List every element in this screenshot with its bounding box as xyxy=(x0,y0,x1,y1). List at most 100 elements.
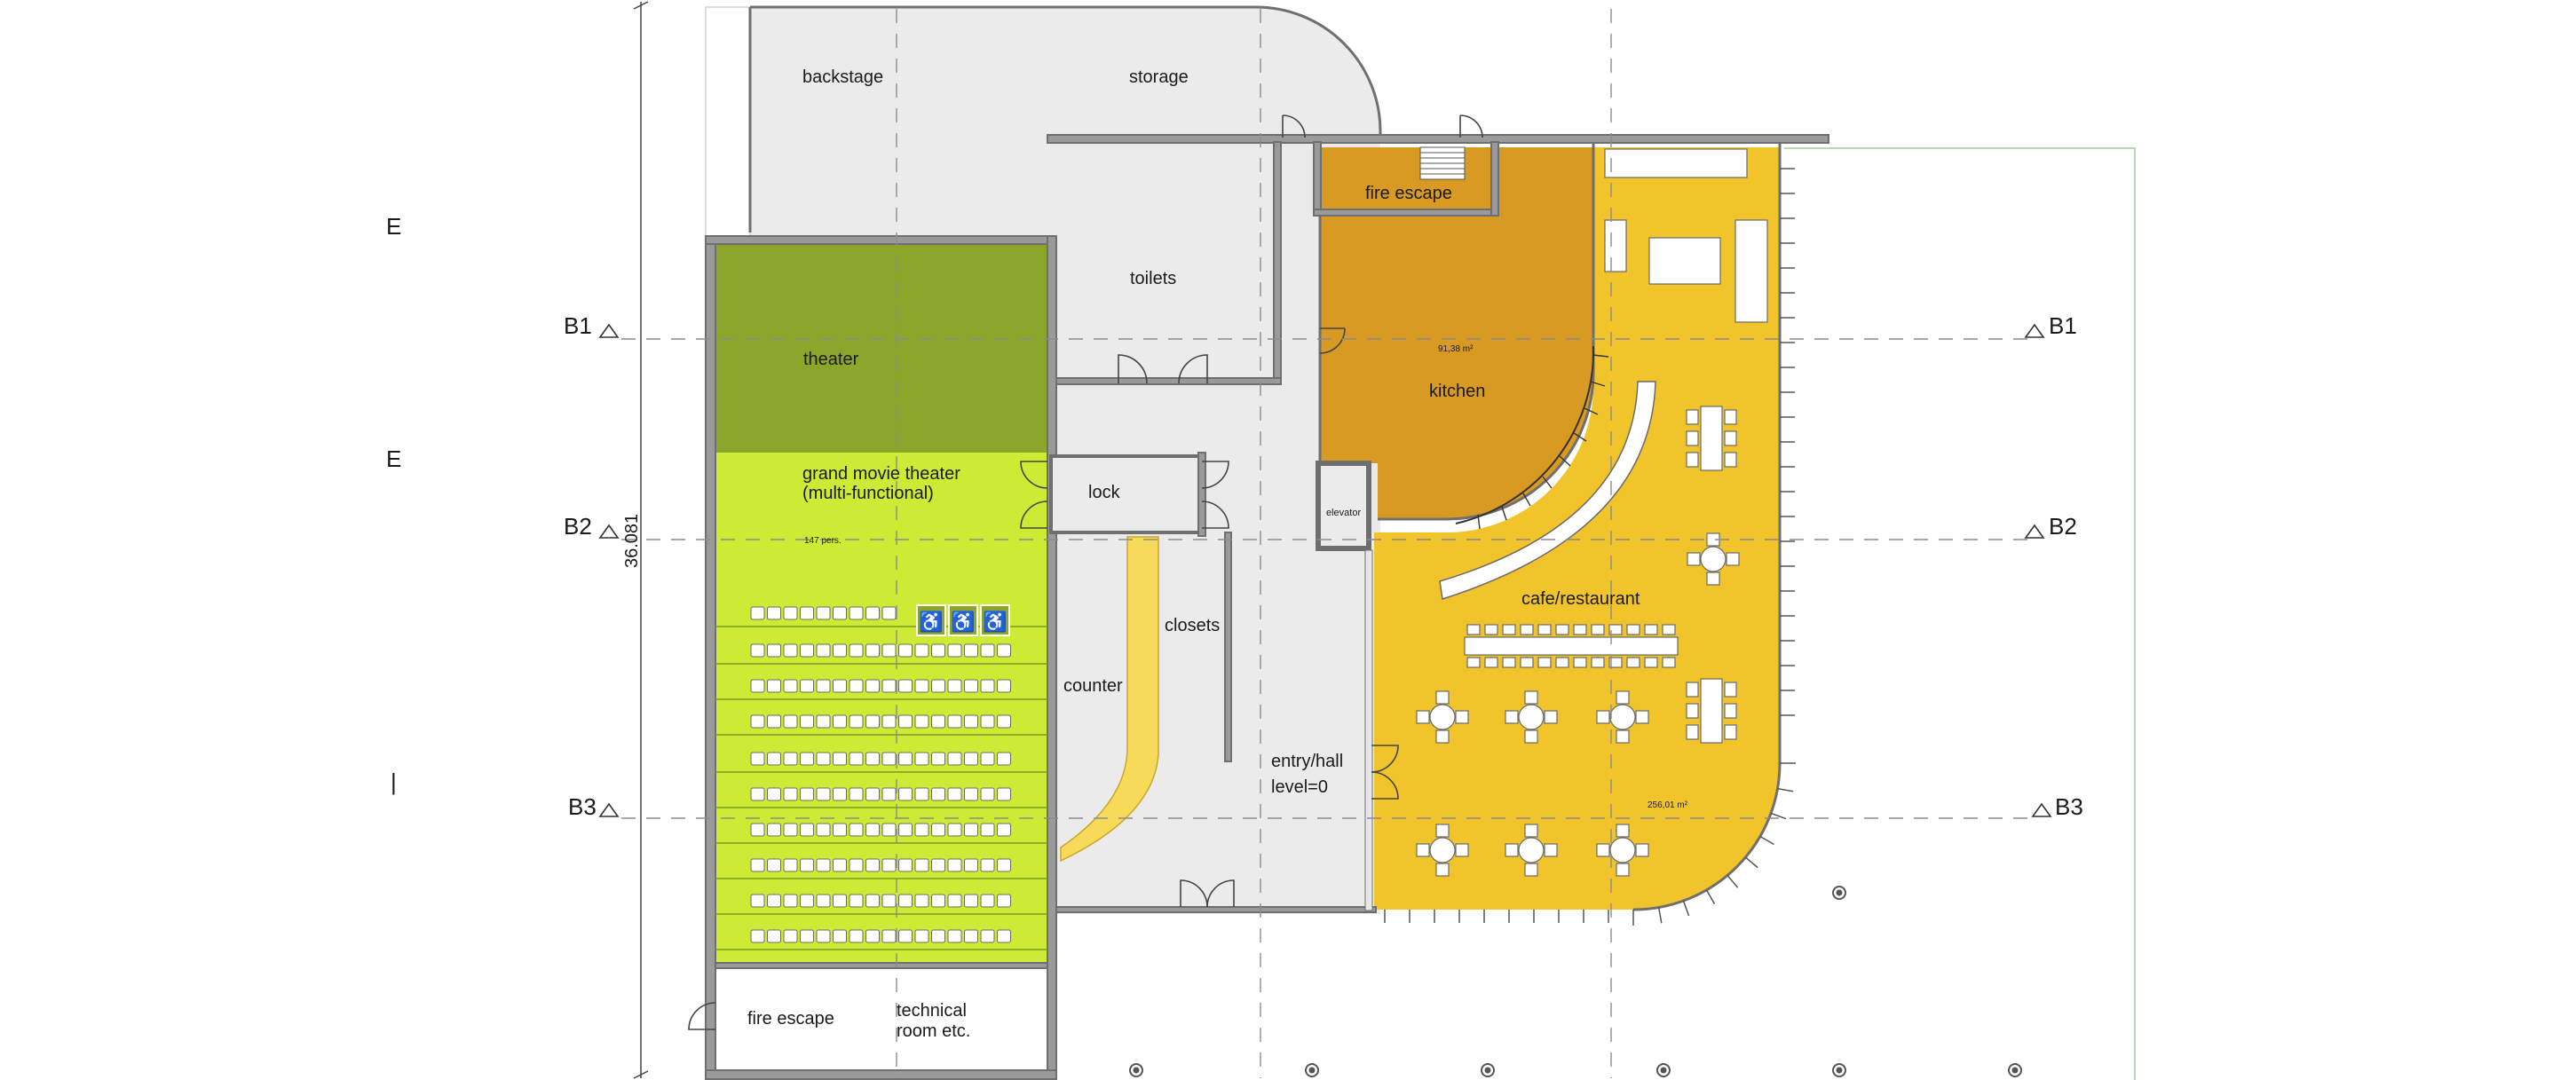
seat xyxy=(833,752,847,766)
label-fire-escape-top: fire escape xyxy=(1365,184,1452,203)
seat xyxy=(833,679,847,693)
seat xyxy=(800,714,814,729)
seat xyxy=(947,787,962,801)
seat xyxy=(980,643,995,658)
theater-top-wall xyxy=(705,235,1052,245)
label-technical-2: room etc. xyxy=(897,1021,970,1041)
label-fire-escape-bottom: fire escape xyxy=(747,1009,834,1029)
margin-mark: E xyxy=(386,213,401,240)
seat xyxy=(947,929,962,943)
seat xyxy=(833,823,847,837)
column-icon xyxy=(1129,886,2022,1077)
seat xyxy=(800,894,814,908)
seat xyxy=(980,823,995,837)
seat xyxy=(914,858,929,872)
grid-lines xyxy=(621,9,2033,1078)
seat xyxy=(914,894,929,908)
seat xyxy=(931,823,945,837)
seat xyxy=(816,929,831,943)
seat xyxy=(931,714,945,729)
cafe-table xyxy=(1505,824,1558,877)
dimension-line xyxy=(633,1,649,1079)
seat xyxy=(833,858,847,872)
seat xyxy=(783,606,798,620)
seat xyxy=(750,929,765,943)
seat xyxy=(931,787,945,801)
seat xyxy=(898,787,913,801)
seat xyxy=(931,679,945,693)
seat xyxy=(833,714,847,729)
seat xyxy=(767,643,781,658)
seat-row xyxy=(715,606,1047,627)
seat-row xyxy=(715,714,1047,736)
kitchen-floor xyxy=(1320,147,1593,519)
seat xyxy=(881,606,897,620)
cafe-tables xyxy=(1416,406,1740,877)
seat xyxy=(833,606,847,620)
seat xyxy=(800,787,814,801)
seat xyxy=(750,606,765,620)
seat xyxy=(997,787,1011,801)
svg-text:♿: ♿ xyxy=(983,611,1007,633)
seat xyxy=(865,929,880,943)
seat xyxy=(980,929,995,943)
axis-b2-left: B2 xyxy=(564,513,592,540)
seat xyxy=(914,714,929,729)
seat xyxy=(849,752,864,766)
seat xyxy=(800,929,814,943)
seat xyxy=(833,929,847,943)
seat xyxy=(750,787,765,801)
seat xyxy=(914,929,929,943)
seat-row xyxy=(715,894,1047,915)
seat xyxy=(816,823,831,837)
upper-block-wall xyxy=(748,5,1382,233)
seat xyxy=(800,606,814,620)
outer-left-wall xyxy=(705,235,716,1080)
seat xyxy=(849,679,864,693)
seat xyxy=(881,823,897,837)
seat xyxy=(914,679,929,693)
seat xyxy=(750,858,765,872)
seat xyxy=(865,787,880,801)
fire-escape-wall-right xyxy=(1490,141,1499,217)
seat xyxy=(964,894,978,908)
label-elevator: elevator xyxy=(1326,508,1361,518)
seat xyxy=(783,823,798,837)
seat xyxy=(980,894,995,908)
seat xyxy=(849,643,864,658)
seat xyxy=(898,714,913,729)
seat xyxy=(865,679,880,693)
seat xyxy=(881,643,897,658)
seat xyxy=(980,787,995,801)
seat xyxy=(865,823,880,837)
seat xyxy=(783,787,798,801)
seat xyxy=(767,787,781,801)
seat xyxy=(947,752,962,766)
technical-top-wall xyxy=(715,962,1048,969)
seat xyxy=(783,858,798,872)
label-backstage: backstage xyxy=(802,67,883,87)
seat xyxy=(947,894,962,908)
stair-icon xyxy=(1419,146,1466,180)
seat xyxy=(881,714,897,729)
seat xyxy=(816,787,831,801)
seat xyxy=(997,679,1011,693)
label-technical-1: technical xyxy=(897,1001,967,1021)
seat xyxy=(898,894,913,908)
seat xyxy=(980,714,995,729)
seat xyxy=(931,643,945,658)
seat xyxy=(816,752,831,766)
seat-row xyxy=(715,858,1047,879)
axis-b1-left: B1 xyxy=(564,312,592,339)
seat xyxy=(881,929,897,943)
seat xyxy=(849,858,864,872)
seat xyxy=(800,752,814,766)
seat xyxy=(849,606,864,620)
cafe-long-table xyxy=(1464,624,1679,668)
stair-icon xyxy=(1455,345,1609,530)
seat xyxy=(947,679,962,693)
seat xyxy=(914,643,929,658)
label-theater: theater xyxy=(803,350,859,369)
seat xyxy=(767,606,781,620)
seat-row xyxy=(715,643,1047,665)
